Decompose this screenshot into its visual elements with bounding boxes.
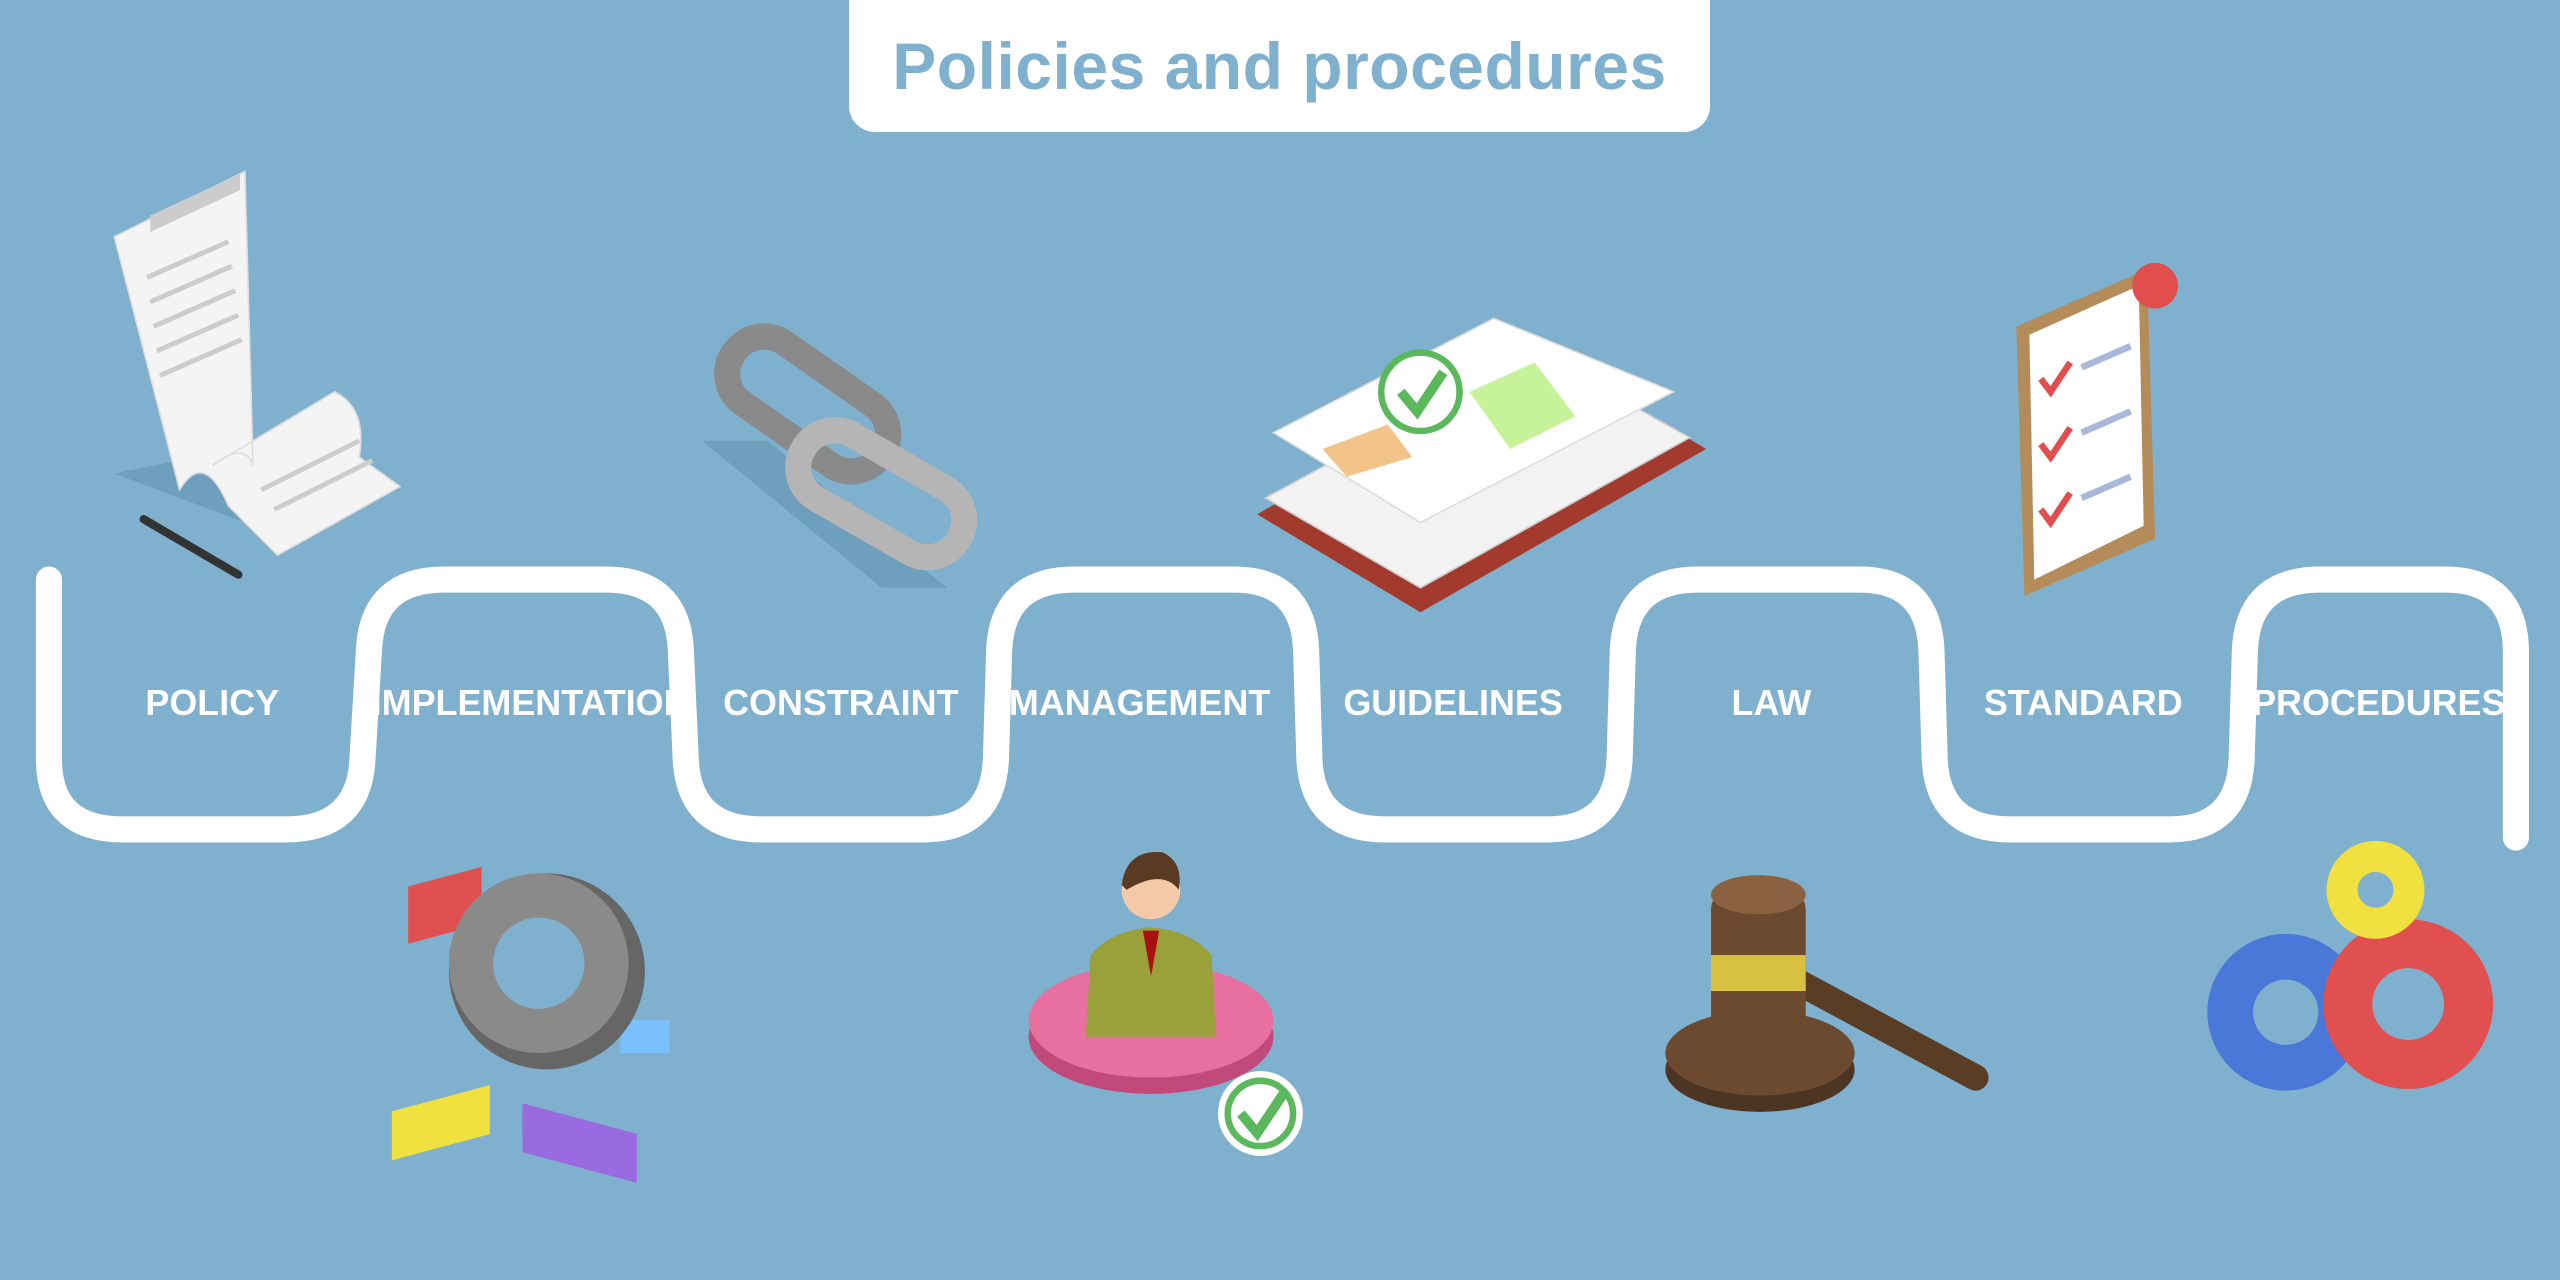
step-label-procedures: PROCEDURES <box>2252 682 2505 723</box>
step-label-management: MANAGEMENT <box>1009 682 1270 723</box>
manager-on-gear-with-check-icon <box>1028 851 1303 1156</box>
chain-link-icon <box>702 323 978 588</box>
winding-path <box>35 566 2529 851</box>
step-label-standard: STANDARD <box>1984 682 2183 723</box>
page-title: Policies and procedures <box>892 29 1667 103</box>
step-label-guidelines: GUIDELINES <box>1343 682 1562 723</box>
gear-with-puzzle-pieces-icon <box>391 866 670 1183</box>
checklist-clipboard-with-badge-icon <box>2016 262 2178 596</box>
judge-gavel-icon <box>1665 875 1989 1112</box>
colored-gears-icon <box>2207 840 2494 1091</box>
step-label-policy: POLICY <box>145 682 279 723</box>
title-banner: Policies and procedures <box>849 0 1710 132</box>
step-label-implementation: IMPLEMENTATION <box>372 682 690 723</box>
step-label-constraint: CONSTRAINT <box>723 682 958 723</box>
scroll-document-with-pen-icon <box>113 170 402 579</box>
step-label-law: LAW <box>1732 682 1812 723</box>
open-book-with-check-icon <box>1257 317 1707 613</box>
